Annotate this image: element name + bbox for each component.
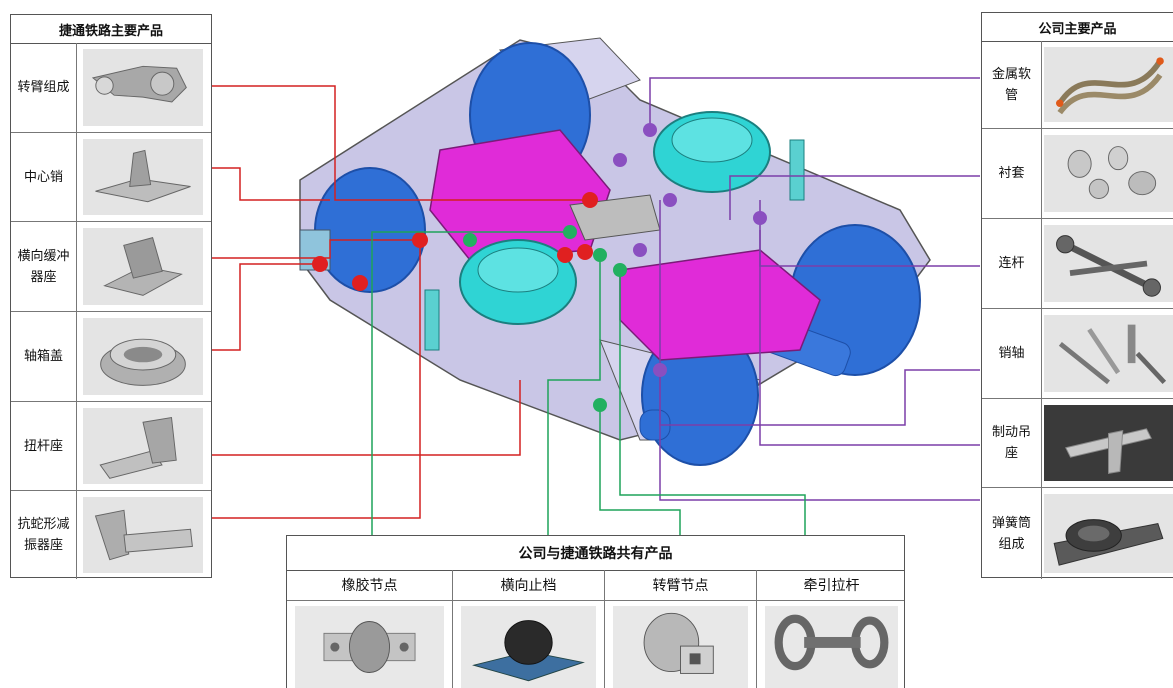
shared-products-panel: 公司与捷通铁路共有产品 橡胶节点 横向止档 转臂节点 牵引拉杆	[286, 535, 905, 688]
panel-title: 公司主要产品	[982, 13, 1173, 42]
product-label: 制动吊座	[991, 425, 1031, 461]
product-image-lateral-buffer-seat	[83, 228, 203, 305]
product-row-brake-hanger-seat: 制动吊座	[982, 399, 1173, 488]
product-row-connecting-rod: 连杆	[982, 219, 1173, 309]
company-markers	[613, 123, 767, 377]
jietong-products-panel: 捷通铁路主要产品 转臂组成 中心销 横向缓冲器座 轴箱盖 扭杆座 抗蛇形减振器座	[10, 14, 212, 579]
product-image-metal-hose	[1044, 47, 1173, 122]
product-label: 金属软管	[991, 66, 1031, 103]
wheel	[314, 167, 426, 293]
column-header-traction-rod: 牵引拉杆	[803, 578, 860, 594]
jietong-markers	[312, 192, 598, 291]
product-label: 扭杆座	[23, 438, 63, 454]
product-label: 弹簧筒组成	[991, 515, 1031, 552]
product-image-torsion-bar-seat	[83, 408, 203, 484]
product-row-spring-cylinder-assembly: 弹簧筒组成	[982, 488, 1173, 579]
product-row-swing-arm: 转臂组成	[11, 43, 211, 133]
product-label: 横向缓冲器座	[17, 248, 70, 285]
product-row-metal-hose: 金属软管	[982, 41, 1173, 129]
bogie-illustration	[299, 37, 931, 466]
product-image-center-pin	[83, 139, 203, 215]
product-image-spring-cylinder-assembly	[1044, 494, 1173, 573]
product-image-swing-arm	[83, 49, 203, 126]
product-image-axle-box-cover	[83, 318, 203, 395]
column-header-swing-arm-joint: 转臂节点	[605, 570, 757, 600]
company-connector-lines	[649, 77, 980, 501]
product-label: 销轴	[998, 346, 1025, 361]
product-label: 衬套	[998, 166, 1025, 181]
panel-title: 公司与捷通铁路共有产品	[287, 536, 904, 571]
product-image-brake-hanger-seat	[1044, 405, 1173, 481]
product-row-yaw-damper-seat: 抗蛇形减振器座	[11, 491, 211, 579]
product-row-bushing: 衬套	[982, 129, 1173, 219]
product-image-traction-rod	[765, 606, 898, 688]
product-label: 抗蛇形减振器座	[17, 517, 70, 553]
product-label: 中心销	[23, 169, 63, 185]
shared-markers	[463, 225, 627, 412]
product-row-pin-shaft: 销轴	[982, 309, 1173, 399]
product-image-swing-arm-joint	[613, 606, 748, 688]
product-row-torsion-bar-seat: 扭杆座	[11, 402, 211, 491]
product-label: 转臂组成	[17, 80, 70, 95]
column-header-lateral-stop: 横向止档	[453, 570, 605, 600]
product-row-lateral-buffer-seat: 横向缓冲器座	[11, 222, 211, 312]
company-products-panel: 公司主要产品 金属软管 衬套 连杆 销轴 制动吊座 弹簧筒组成	[981, 12, 1173, 579]
product-image-bushing	[1044, 135, 1173, 212]
product-label: 连杆	[998, 256, 1025, 271]
jietong-connector-lines	[212, 85, 590, 519]
product-label: 轴箱盖	[23, 349, 63, 364]
panel-title: 捷通铁路主要产品	[11, 15, 211, 44]
shared-connector-lines	[371, 231, 806, 535]
product-image-connecting-rod	[1044, 225, 1173, 302]
product-row-axle-box-cover: 轴箱盖	[11, 312, 211, 402]
column-header-rubber-joint: 橡胶节点	[287, 570, 453, 600]
product-image-lateral-stop	[461, 606, 596, 688]
product-image-pin-shaft	[1044, 315, 1173, 392]
product-image-rubber-joint	[295, 606, 444, 688]
product-image-yaw-damper-seat	[83, 497, 203, 573]
product-row-center-pin: 中心销	[11, 133, 211, 222]
